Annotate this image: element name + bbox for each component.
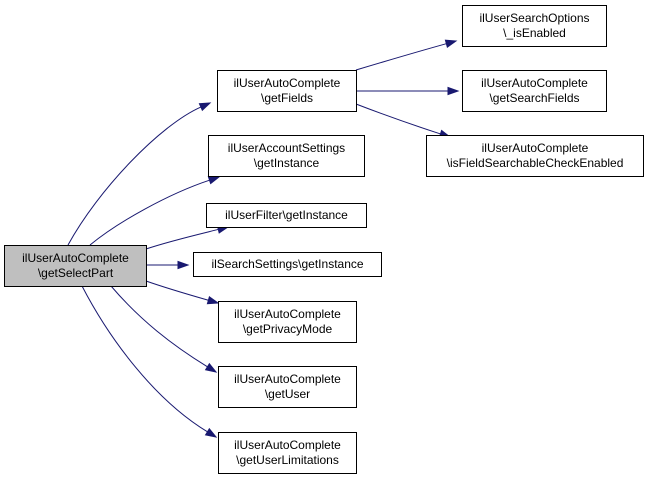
node-userLimitations[interactable]: ilUserAutoComplete\getUserLimitations [218, 432, 357, 474]
node-box [193, 252, 382, 277]
node-searchSettings[interactable]: ilSearchSettings\getInstance [193, 252, 382, 277]
node-box [462, 70, 607, 112]
arrowhead-icon [204, 427, 218, 438]
node-getFields[interactable]: ilUserAutoComplete\getFields [217, 70, 357, 112]
node-label-line: ilUserFilter\getInstance [225, 208, 348, 222]
arrowhead-icon [206, 295, 220, 305]
node-label-line: ilUserAccountSettings [228, 141, 345, 155]
node-label-line: \isFieldSearchableCheckEnabled [447, 156, 624, 170]
node-box [208, 135, 365, 177]
node-privacyMode[interactable]: ilUserAutoComplete\getPrivacyMode [218, 301, 357, 343]
edge-root-to-getUser [110, 285, 218, 373]
node-label-line: ilUserAutoComplete [481, 76, 588, 90]
edge-root-to-userLimitations [81, 285, 218, 438]
node-searchFields[interactable]: ilUserAutoComplete\getSearchFields [462, 70, 607, 112]
node-label-line: \getSelectPart [38, 266, 114, 280]
node-box [4, 245, 147, 287]
node-searchOptions[interactable]: ilUserSearchOptions\_isEnabled [462, 5, 607, 47]
edge-line [145, 228, 219, 250]
node-label-line: ilUserAutoComplete [22, 251, 129, 265]
node-label-line: ilUserAutoComplete [482, 141, 589, 155]
node-label-line: ilSearchSettings\getInstance [211, 257, 363, 271]
node-label-line: \getUserLimitations [236, 453, 339, 467]
node-root[interactable]: ilUserAutoComplete\getSelectPart [4, 245, 147, 287]
node-label-line: ilUserSearchOptions [479, 11, 589, 25]
node-fieldSearchable[interactable]: ilUserAutoComplete\isFieldSearchableChec… [426, 135, 644, 177]
arrowhead-icon [204, 362, 218, 373]
node-label-line: \_isEnabled [503, 26, 566, 40]
edge-getFields-to-fieldSearchable [355, 103, 452, 138]
arrowhead-icon [198, 102, 212, 112]
arrowhead-icon [207, 176, 221, 185]
node-label-line: \getPrivacyMode [243, 322, 333, 336]
node-userFilter[interactable]: ilUserFilter\getInstance [206, 203, 367, 228]
edge-line [355, 103, 441, 135]
edge-root-to-getFields [67, 102, 212, 246]
node-accountSettings[interactable]: ilUserAccountSettings\getInstance [208, 135, 365, 177]
node-label-line: \getInstance [254, 156, 320, 170]
edge-root-to-accountSettings [89, 176, 221, 246]
node-box [218, 301, 357, 343]
node-box [218, 366, 357, 408]
arrowhead-icon [444, 39, 458, 48]
edge-getFields-to-searchOptions [355, 39, 458, 71]
edges-layer [67, 39, 460, 438]
node-box [218, 432, 357, 474]
arrowhead-icon [447, 86, 460, 96]
node-label-line: \getSearchFields [489, 91, 579, 105]
node-box [462, 5, 607, 47]
arrowhead-icon [177, 260, 190, 270]
edge-line [145, 280, 209, 301]
node-label-line: \getFields [261, 91, 313, 105]
node-label-line: ilUserAutoComplete [234, 76, 341, 90]
node-box [206, 203, 367, 228]
edge-getFields-to-searchFields [356, 86, 460, 96]
edge-root-to-userFilter [145, 225, 230, 250]
edge-line [67, 106, 202, 246]
edge-root-to-searchSettings [145, 260, 190, 270]
edge-line [110, 285, 208, 368]
node-box [426, 135, 644, 177]
edge-root-to-privacyMode [145, 280, 220, 305]
node-label-line: \getUser [265, 387, 310, 401]
node-label-line: ilUserAutoComplete [234, 307, 341, 321]
node-getUser[interactable]: ilUserAutoComplete\getUser [218, 366, 357, 408]
node-box [217, 70, 357, 112]
node-label-line: ilUserAutoComplete [234, 372, 341, 386]
edge-line [81, 285, 208, 433]
node-label-line: ilUserAutoComplete [234, 438, 341, 452]
edge-line [355, 43, 447, 71]
edge-line [89, 179, 210, 246]
nodes-layer: ilUserAutoComplete\getSelectPartilUserAu… [4, 5, 644, 474]
